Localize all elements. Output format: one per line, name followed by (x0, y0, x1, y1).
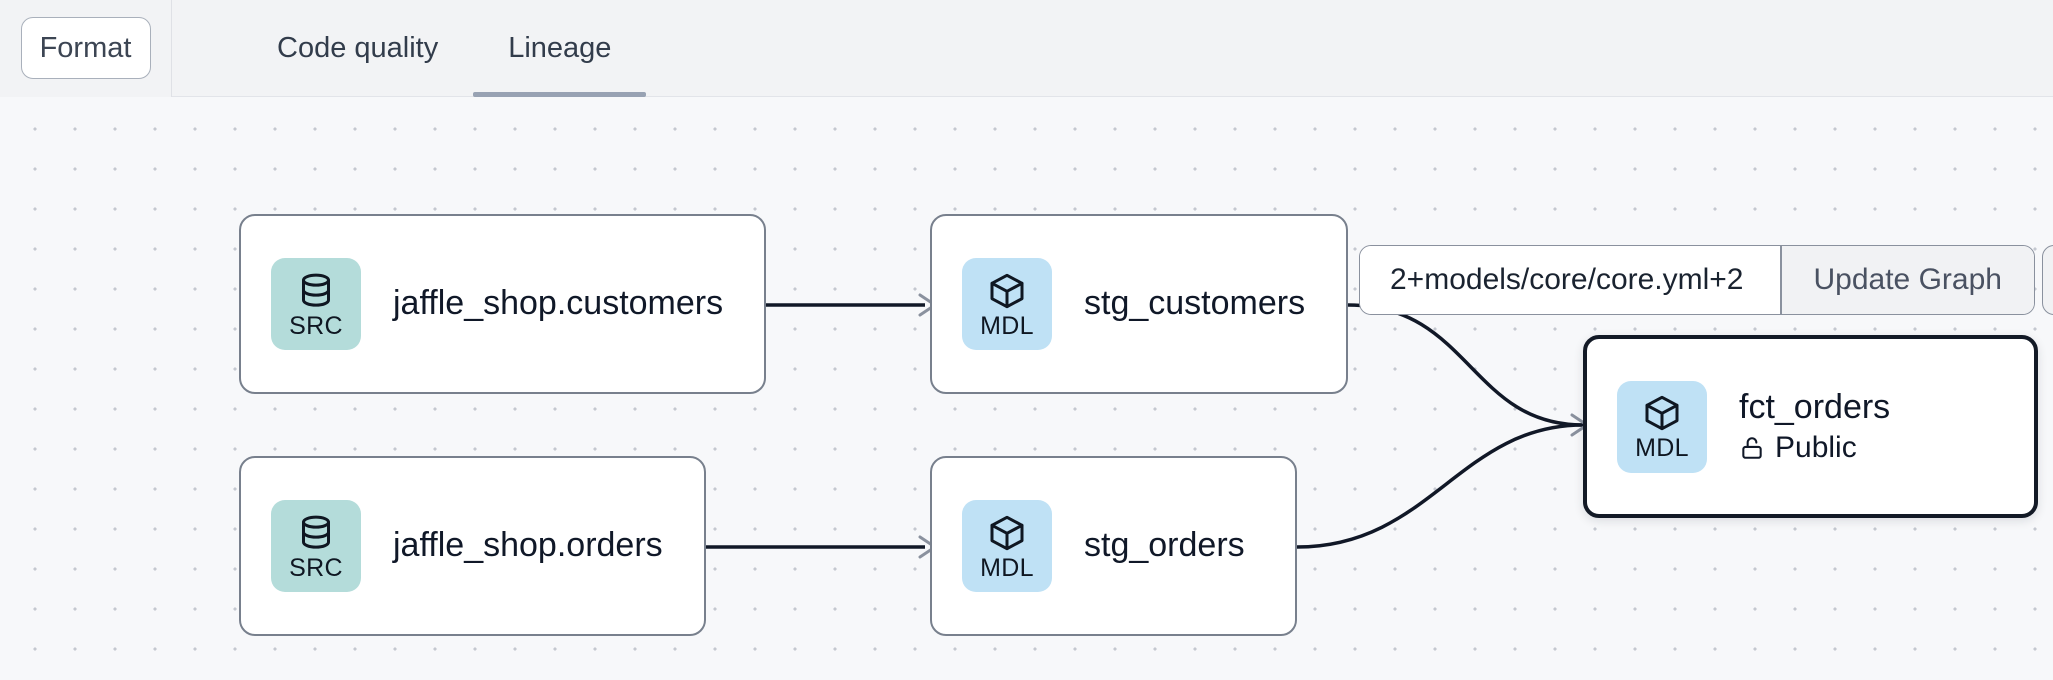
edge-stg-customers-to-fct-orders (1347, 303, 1584, 427)
node-title: jaffle_shop.orders (393, 526, 663, 565)
badge-label: MDL (980, 553, 1034, 582)
node-title: stg_customers (1084, 284, 1306, 323)
node-visibility: Public (1739, 431, 1890, 465)
badge-label: MDL (980, 311, 1034, 340)
graph-selector-toolbar: Update Graph (1359, 245, 2035, 315)
node-text-block: jaffle_shop.orders (393, 526, 663, 565)
node-text-block: stg_orders (1084, 526, 1245, 565)
tab-bar: Code quality Lineage (172, 0, 647, 97)
selector-divider (1780, 246, 1782, 314)
node-title: stg_orders (1084, 526, 1245, 565)
cube-icon (990, 273, 1024, 308)
database-icon (302, 273, 330, 307)
badge-label: SRC (289, 553, 343, 582)
badge-label: MDL (1635, 434, 1689, 462)
unlock-icon (1742, 437, 1762, 459)
node-badge-src: SRC (271, 258, 361, 350)
tab-code-quality[interactable]: Code quality (277, 31, 439, 64)
node-text-block: jaffle_shop.customers (393, 284, 723, 323)
node-text-block: fct_orders Public (1739, 388, 1890, 465)
badge-label: SRC (289, 311, 343, 340)
toolbar-header: Format Code quality Lineage (0, 0, 2053, 97)
database-icon (302, 515, 330, 549)
graph-node-jaffle-shop-orders[interactable]: SRC jaffle_shop.orders (239, 456, 706, 636)
node-badge-mdl: MDL (962, 258, 1052, 350)
update-graph-button[interactable]: Update Graph (1781, 246, 2034, 314)
node-badge-src: SRC (271, 500, 361, 592)
graph-node-fct-orders[interactable]: MDL fct_orders Public (1583, 335, 2038, 518)
node-text-block: stg_customers (1084, 284, 1305, 323)
node-title: jaffle_shop.customers (393, 284, 724, 323)
tab-lineage[interactable]: Lineage (473, 0, 647, 97)
graph-node-jaffle-shop-customers[interactable]: SRC jaffle_shop.customers (239, 214, 766, 394)
canvas-control-partial[interactable] (2042, 245, 2053, 315)
graph-node-stg-orders[interactable]: MDL stg_orders (930, 456, 1297, 636)
node-badge-mdl: MDL (1617, 380, 1707, 473)
node-badge-mdl: MDL (962, 500, 1052, 592)
format-button[interactable]: Format (20, 17, 151, 79)
node-visibility-label: Public (1775, 431, 1857, 465)
cube-icon (990, 515, 1024, 550)
edge-stg-orders-to-fct-orders (1296, 423, 1584, 549)
graph-node-stg-customers[interactable]: MDL stg_customers (930, 214, 1348, 394)
format-button-container: Format (0, 0, 172, 97)
cube-icon (1645, 395, 1679, 431)
node-title: fct_orders (1739, 387, 1891, 426)
lineage-graph-canvas[interactable]: SRC jaffle_shop.customers MDL stg_custom… (0, 97, 2053, 680)
selector-input[interactable] (1360, 246, 1780, 314)
